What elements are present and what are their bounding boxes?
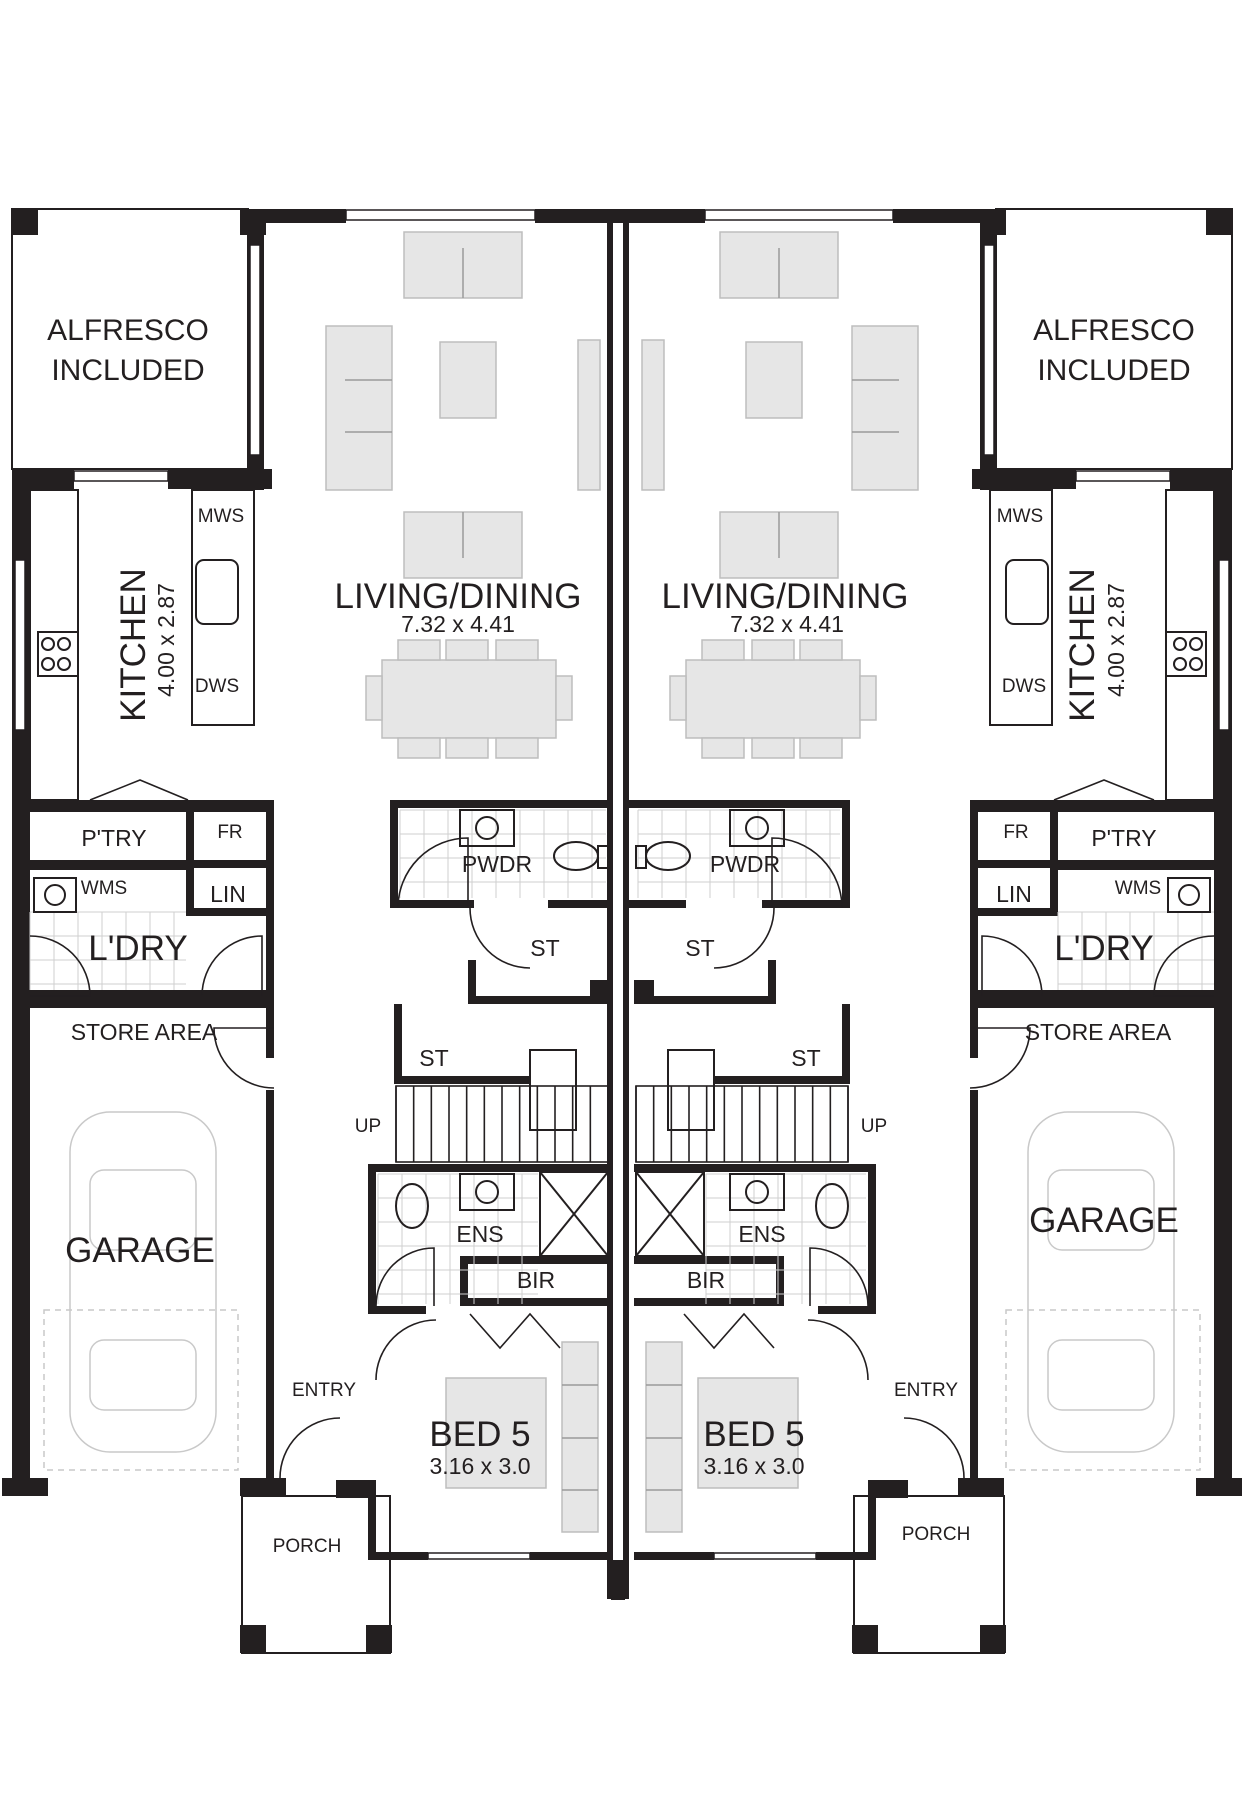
right-linen-label: LIN	[996, 881, 1032, 907]
left-store-stair-label: ST	[419, 1045, 448, 1071]
right-living-dim: 7.32 x 4.41	[730, 611, 844, 637]
left-linen-label: LIN	[210, 881, 246, 907]
left-alfresco-line2: INCLUDED	[51, 354, 204, 387]
left-bed-dim: 3.16 x 3.0	[429, 1453, 530, 1479]
walls	[2, 208, 1242, 1654]
left-wms-label: WMS	[81, 878, 127, 899]
left-entry-label: ENTRY	[292, 1380, 356, 1401]
right-bed-label: BED 5	[703, 1415, 804, 1454]
left-pantry-label: P'TRY	[81, 825, 146, 851]
left-living-label: LIVING/DINING	[335, 577, 582, 616]
left-garage-label: GARAGE	[65, 1231, 215, 1270]
left-living-dim: 7.32 x 4.41	[401, 611, 515, 637]
left-store-area-label: STORE AREA	[71, 1019, 218, 1045]
right-alfresco-line2: INCLUDED	[1037, 354, 1190, 387]
right-kitchen-label: KITCHEN	[1063, 568, 1102, 722]
right-mws-label: MWS	[997, 506, 1043, 527]
right-laundry-label: L'DRY	[1054, 929, 1153, 968]
right-powder-label: PWDR	[710, 851, 780, 877]
right-garage-label: GARAGE	[1029, 1201, 1179, 1240]
left-alfresco-line1: ALFRESCO	[47, 314, 209, 347]
right-kitchen-dim: 4.00 x 2.87	[1103, 583, 1129, 697]
left-bir-label: BIR	[517, 1267, 555, 1293]
right-bir-label: BIR	[687, 1267, 725, 1293]
right-wms-label: WMS	[1115, 878, 1161, 899]
left-fridge-label: FR	[217, 822, 242, 843]
left-up-label: UP	[355, 1116, 381, 1137]
left-porch-label: PORCH	[273, 1536, 342, 1557]
left-unit-labels: ALFRESCO INCLUDED LIVING/DINING 7.32 x 4…	[47, 314, 581, 1557]
right-pantry-label: P'TRY	[1091, 825, 1156, 851]
doors	[29, 779, 1215, 1479]
left-bed-label: BED 5	[429, 1415, 530, 1454]
left-store-upper-label: ST	[530, 935, 559, 961]
left-laundry-label: L'DRY	[88, 929, 187, 968]
right-entry-label: ENTRY	[894, 1380, 958, 1401]
right-bed-dim: 3.16 x 3.0	[703, 1453, 804, 1479]
right-unit-labels: ALFRESCO INCLUDED LIVING/DINING 7.32 x 4…	[662, 314, 1195, 1545]
right-dws-label: DWS	[1002, 676, 1046, 697]
right-ensuite-label: ENS	[738, 1221, 785, 1247]
left-kitchen-label: KITCHEN	[114, 568, 153, 722]
right-living-label: LIVING/DINING	[662, 577, 909, 616]
right-fridge-label: FR	[1003, 822, 1028, 843]
left-powder-label: PWDR	[462, 851, 532, 877]
left-kitchen-dim: 4.00 x 2.87	[153, 583, 179, 697]
right-alfresco-line1: ALFRESCO	[1033, 314, 1195, 347]
right-store-area-label: STORE AREA	[1025, 1019, 1172, 1045]
right-store-stair-label: ST	[791, 1045, 820, 1071]
right-up-label: UP	[861, 1116, 887, 1137]
right-porch-label: PORCH	[902, 1524, 971, 1545]
right-store-upper-label: ST	[685, 935, 714, 961]
furniture	[29, 231, 1215, 1533]
left-dws-label: DWS	[195, 676, 239, 697]
left-mws-label: MWS	[198, 506, 244, 527]
left-ensuite-label: ENS	[456, 1221, 503, 1247]
